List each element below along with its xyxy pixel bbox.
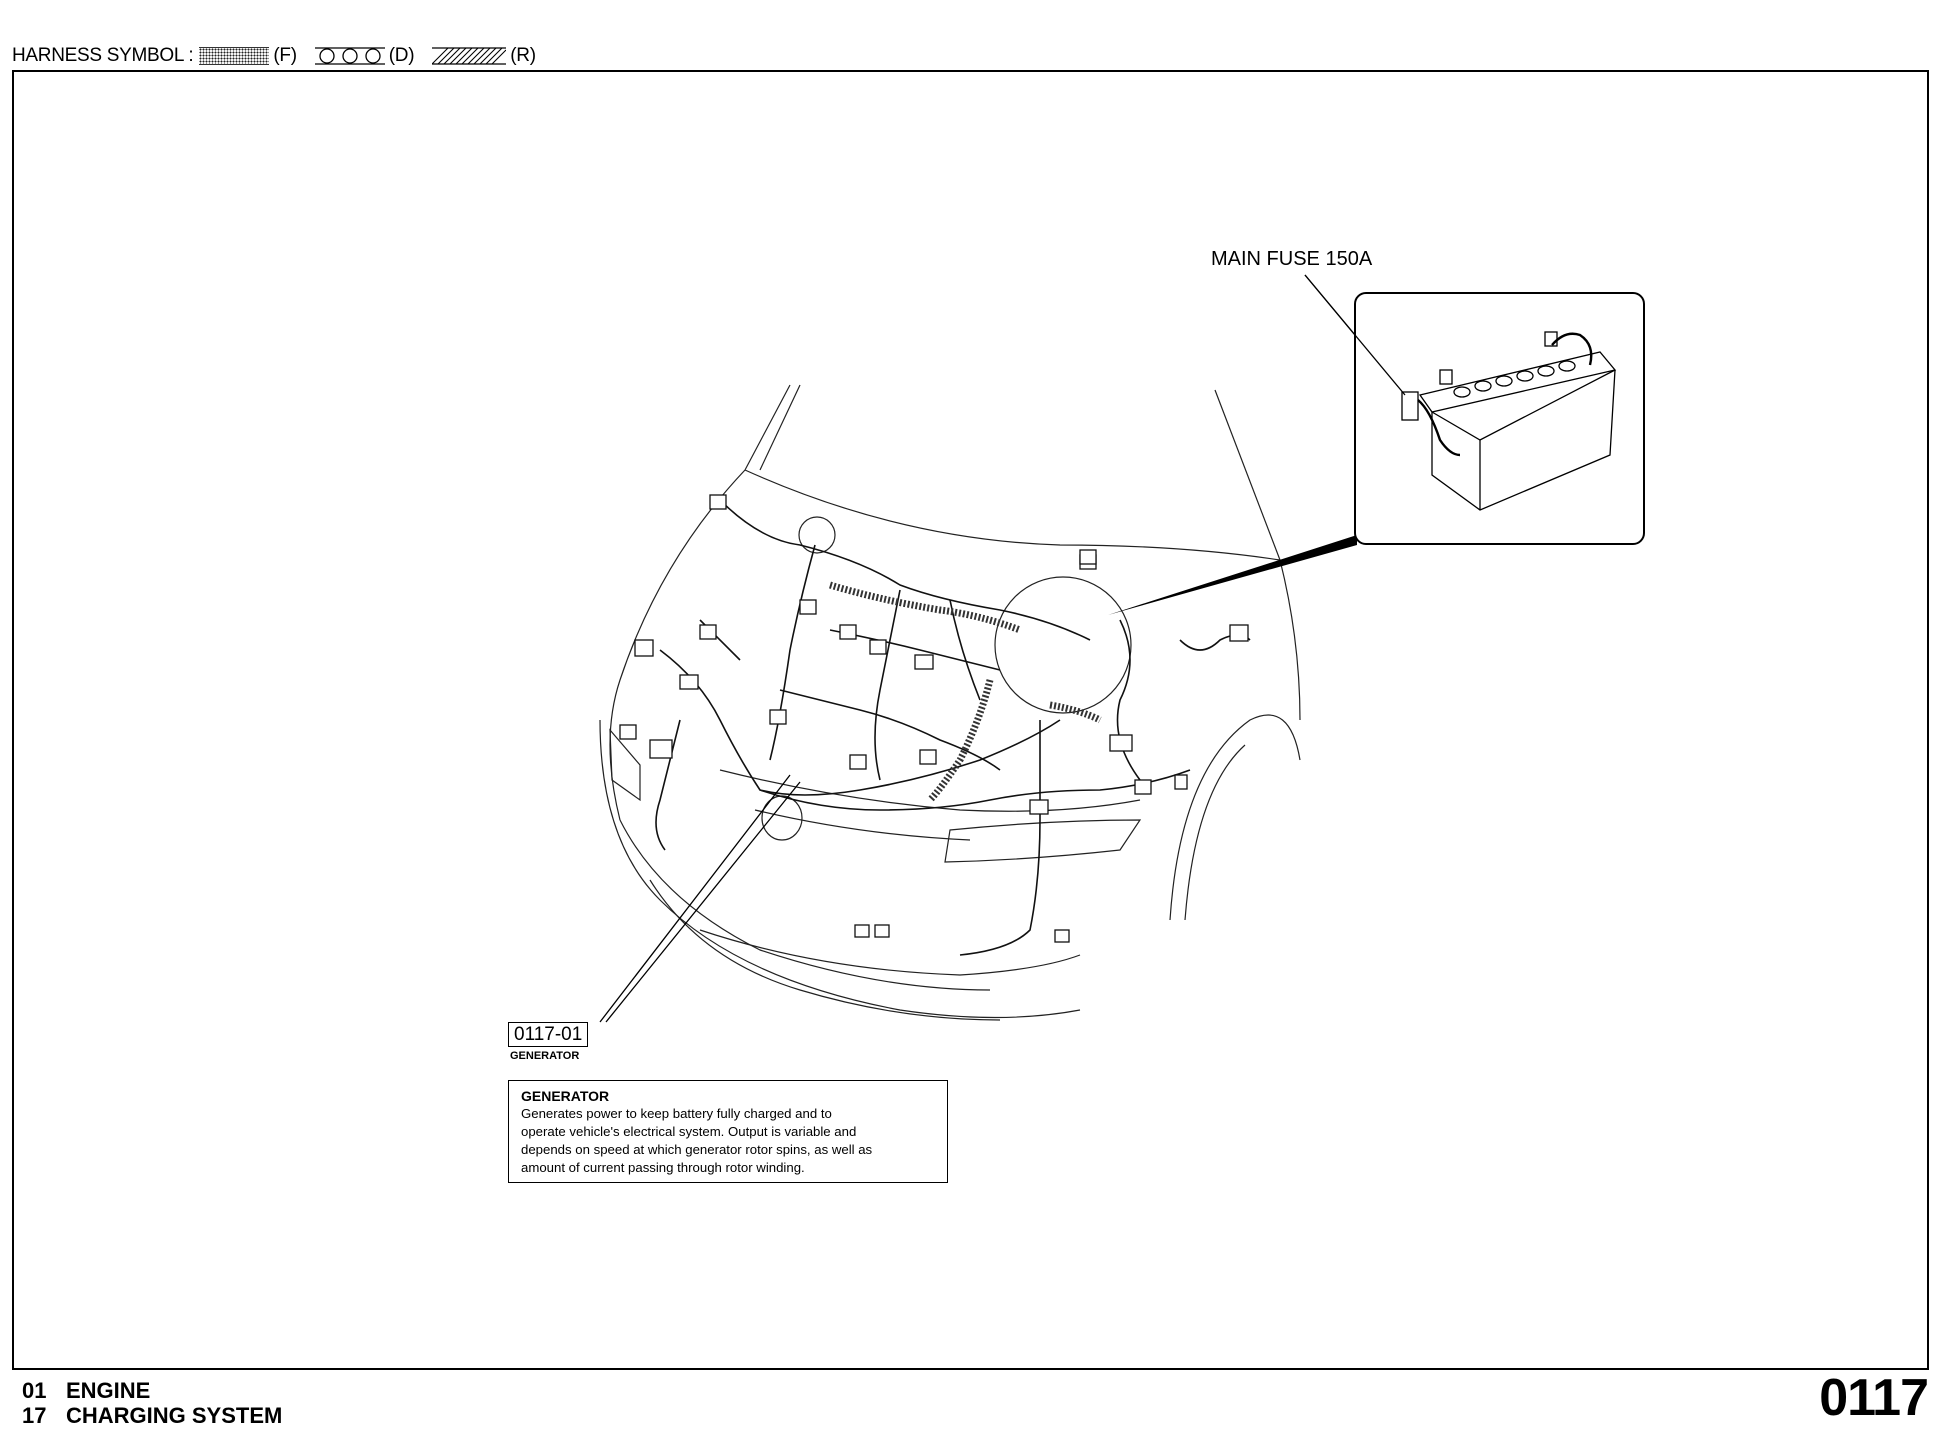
strut-tower-outline [798,516,1132,714]
connector-name: GENERATOR [510,1050,580,1062]
section-number: 01 [22,1378,47,1403]
diagram-frame [12,70,1929,1370]
leader-lines [599,274,1406,1023]
main-fuse-label: MAIN FUSE 150A [1211,248,1373,270]
section-name: ENGINE [66,1378,151,1403]
dotted-harness-icon [199,47,270,65]
section-row: 01 ENGINE [22,1378,282,1403]
subsection-row: 17 CHARGING SYSTEM [22,1403,282,1428]
connector-blocks [619,494,1249,943]
section-footer: 01 ENGINE 17 CHARGING SYSTEM [22,1378,282,1428]
car-body-outline [599,384,1301,1021]
hatched-harness-icon [432,47,507,65]
description-line: operate vehicle's electrical system. Out… [521,1124,857,1139]
page-number: 0117 [1819,1369,1929,1427]
legend-code-f: (F) [273,45,297,66]
circles-harness-icon [314,47,385,65]
legend-prefix: HARNESS SYMBOL : [12,45,194,66]
subsection-name: CHARGING SYSTEM [66,1403,283,1428]
main-fuse-callout-box [1354,292,1645,545]
main-harness-trunk [828,581,1102,803]
legend-code-d: (D) [388,45,415,66]
description-line: depends on speed at which generator roto… [521,1142,873,1157]
legend-code-r: (R) [510,45,536,66]
subsection-number: 17 [22,1403,47,1428]
zoom-wedge [1108,535,1357,615]
wiring-harness [655,499,1251,956]
harness-symbol-legend: HARNESS SYMBOL : (F) (D) (R) [12,44,548,68]
description-line: Generates power to keep battery fully ch… [521,1106,832,1121]
component-description-box: GENERATOR Generates power to keep batter… [508,1080,948,1183]
description-line: amount of current passing through rotor … [521,1160,805,1175]
description-title: GENERATOR [521,1088,610,1104]
connector-code-tag: 0117-01 [508,1022,589,1047]
